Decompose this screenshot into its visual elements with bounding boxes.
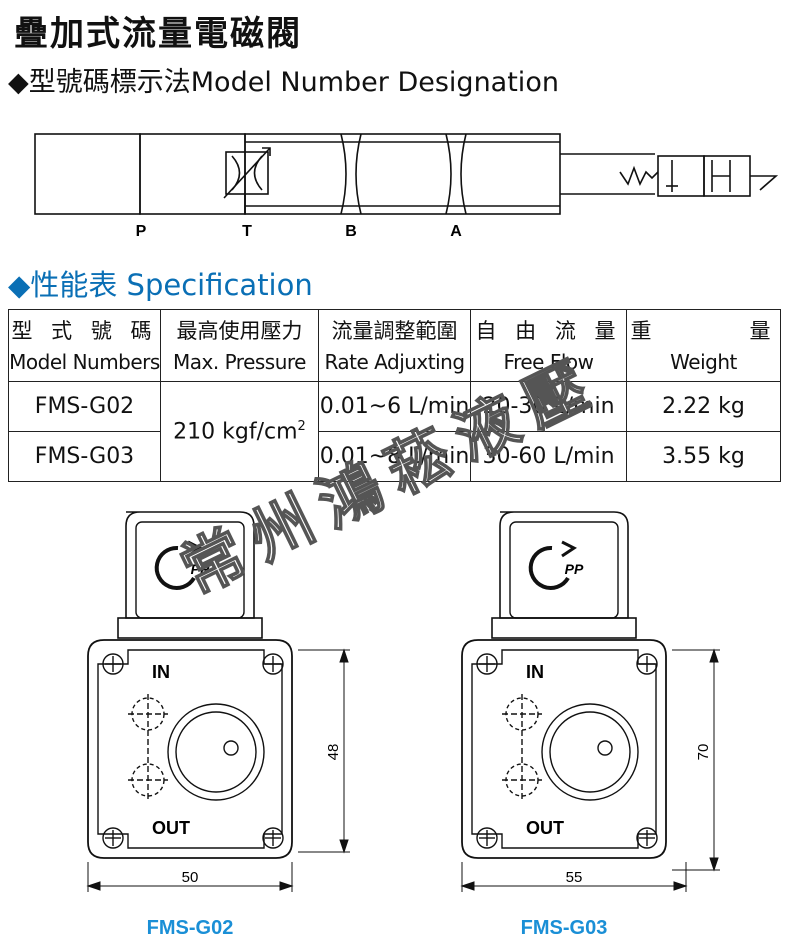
cell-pressure: 210 kgf/cm2 xyxy=(160,381,319,482)
drawing-fms-g03: PP IN OUT 70 55 FMS-G03 xyxy=(460,510,720,939)
section-heading-specification: ◆性能表 Specification xyxy=(8,262,313,304)
diamond-bullet-icon: ◆ xyxy=(8,268,31,302)
in-label: IN xyxy=(152,662,170,682)
dimension-drawings: PP IN OUT 48 50 FMS-G02 PP IN OUT xyxy=(86,510,720,939)
model-label: FMS-G03 xyxy=(521,917,608,939)
model-label: FMS-G02 xyxy=(147,917,234,939)
port-label-t: T xyxy=(242,223,252,240)
section-heading-zh: 型號碼標示法 xyxy=(28,67,191,98)
table-row: FMS-G02 210 kgf/cm2 0.01~6 L/min 20-30 L… xyxy=(8,381,781,482)
port-label-p: P xyxy=(136,223,147,240)
height-dimension: 70 xyxy=(695,744,712,761)
section-heading-model-number: ◆型號碼標示法Model Number Designation xyxy=(8,60,559,99)
hydraulic-schematic: P T B A xyxy=(34,133,779,240)
section-heading-en: Model Number Designation xyxy=(190,67,559,98)
out-label: OUT xyxy=(152,818,190,838)
out-label: OUT xyxy=(526,818,564,838)
cell-model: FMS-G02 xyxy=(8,381,161,432)
pp-logo: PP xyxy=(565,561,584,577)
diamond-bullet-icon: ◆ xyxy=(8,67,29,98)
page-title: 疊加式流量電磁閥 xyxy=(14,14,302,54)
drawing-fms-g02: PP IN OUT 48 50 FMS-G02 xyxy=(86,510,350,939)
table-row: FMS-G03 0.01~8 L/min 30-60 L/min 3.55 kg xyxy=(8,431,781,482)
cell-rate: 0.01~6 L/min xyxy=(318,381,471,432)
port-label-b: B xyxy=(345,223,357,240)
cell-rate: 0.01~8 L/min xyxy=(318,431,471,482)
cell-model: FMS-G03 xyxy=(8,431,161,482)
height-dimension: 48 xyxy=(325,744,342,761)
in-label: IN xyxy=(526,662,544,682)
cell-weight: 3.55 kg xyxy=(626,431,781,482)
pp-logo: PP xyxy=(191,561,210,577)
port-label-a: A xyxy=(450,223,462,240)
section-heading-en: Specification xyxy=(126,268,313,302)
cell-free-flow: 20-30 L/min xyxy=(470,381,627,432)
section-heading-zh: 性能表 xyxy=(30,268,118,302)
width-dimension: 50 xyxy=(182,869,199,886)
width-dimension: 55 xyxy=(566,869,583,886)
cell-weight: 2.22 kg xyxy=(626,381,781,432)
cell-free-flow: 30-60 L/min xyxy=(470,431,627,482)
